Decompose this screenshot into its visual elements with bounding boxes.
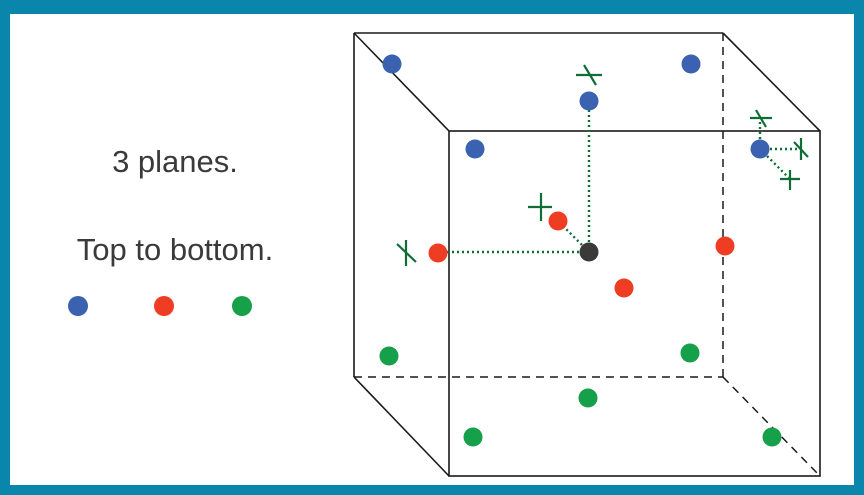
tick-corner-up xyxy=(750,109,772,128)
cube-hidden-edge-diagonal xyxy=(722,376,821,477)
red-atom xyxy=(614,278,634,298)
cube-edge-bottom-left xyxy=(353,376,450,477)
blue-atom xyxy=(579,91,599,111)
blue-atom xyxy=(465,139,485,159)
cube-edge-top-left xyxy=(353,32,450,132)
green-atom xyxy=(379,346,399,366)
tick-corner-right xyxy=(793,138,809,160)
tick-left xyxy=(396,240,417,266)
blue-plane-atoms xyxy=(382,54,770,159)
blue-atom xyxy=(681,54,701,74)
green-atom xyxy=(578,388,598,408)
legend-dot-red xyxy=(154,296,174,316)
cube-visible-edges xyxy=(353,32,821,477)
green-plane-atoms xyxy=(379,343,782,447)
red-atom xyxy=(548,211,568,231)
tick-corner-diagonal xyxy=(780,170,800,190)
center-atom xyxy=(579,242,599,262)
legend-dot-green xyxy=(232,296,252,316)
legend-dot-blue xyxy=(68,296,88,316)
cube-hidden-edges xyxy=(354,33,821,477)
red-plane-atoms xyxy=(428,211,735,298)
caption-planes: 3 planes. xyxy=(112,144,238,179)
green-atom xyxy=(680,343,700,363)
tick-diagonal xyxy=(528,193,552,221)
blue-atom xyxy=(382,54,402,74)
red-atom xyxy=(715,236,735,256)
tick-marks xyxy=(396,64,809,266)
red-atom xyxy=(428,243,448,263)
blue-atom xyxy=(750,139,770,159)
green-atom xyxy=(463,427,483,447)
cube-front-face xyxy=(448,130,821,477)
green-atom xyxy=(762,427,782,447)
tick-top xyxy=(576,64,602,86)
guide-lines xyxy=(438,101,801,254)
cube-edge-top-right xyxy=(722,32,821,132)
caption-order: Top to bottom. xyxy=(76,232,274,267)
